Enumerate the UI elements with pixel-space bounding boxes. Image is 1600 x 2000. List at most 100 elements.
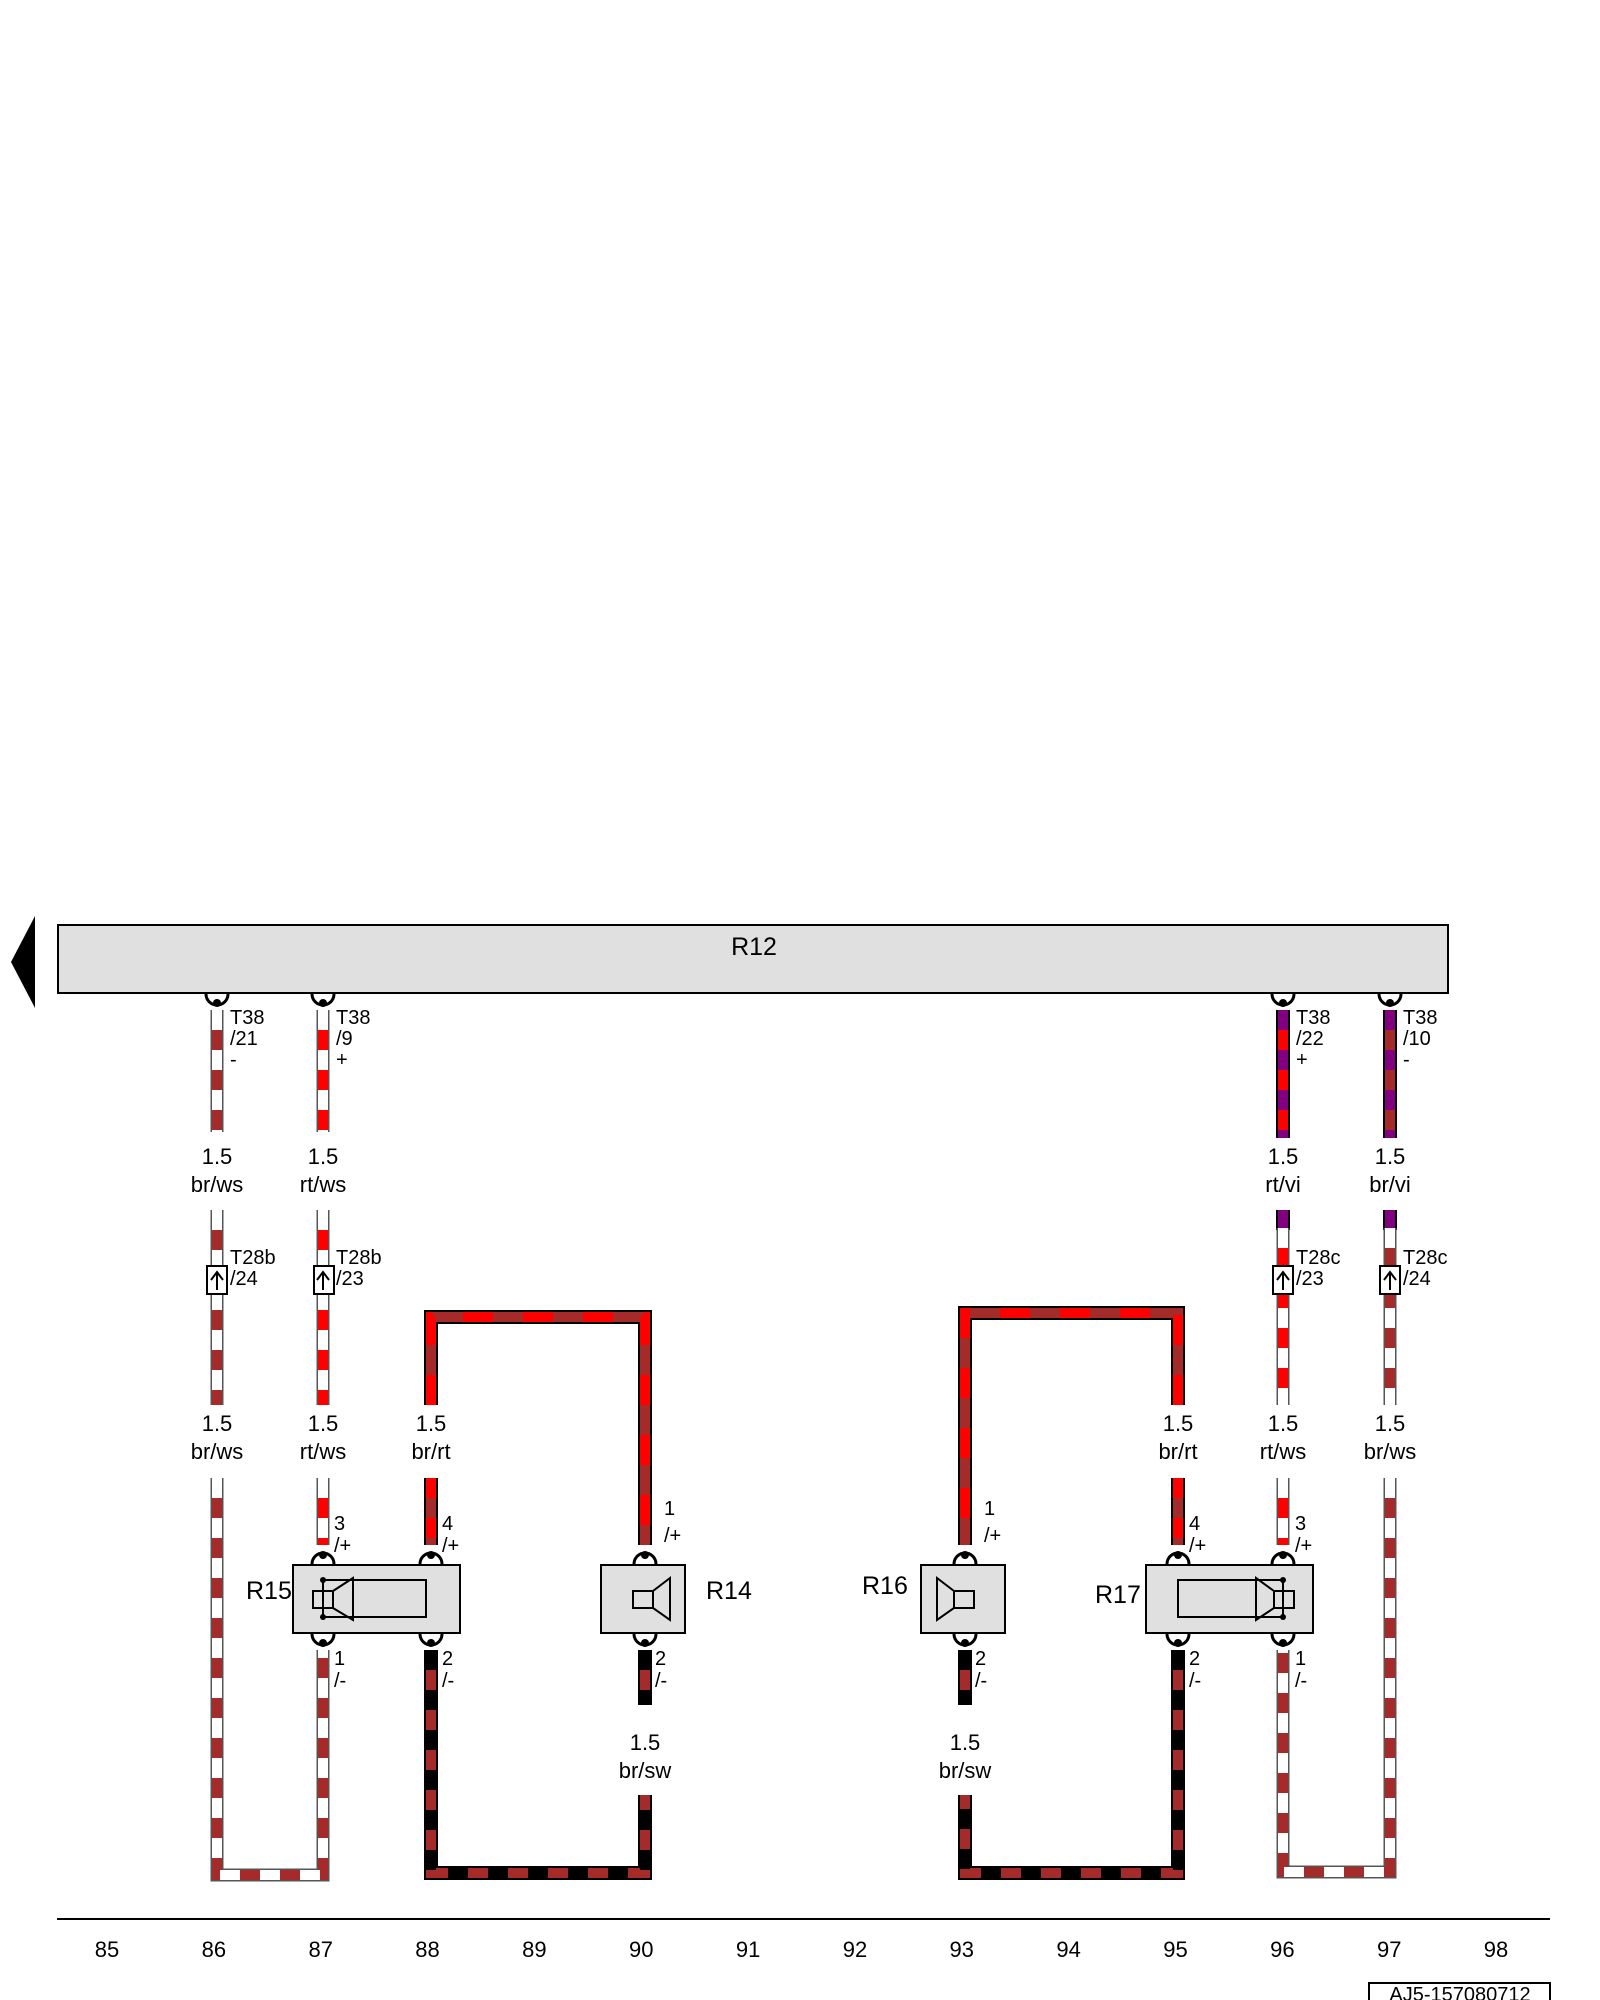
connector-t28b-23: T28b/23 [336, 1247, 382, 1290]
r12-terminal [204, 993, 230, 1007]
wire-label-96-mid-color: rt/ws [1260, 1439, 1306, 1464]
grid-number: 96 [1270, 1937, 1294, 1962]
r17-pin-2: 2/- [1189, 1648, 1201, 1692]
wire-label-86-upper-color: br/ws [191, 1172, 244, 1197]
speaker-r16-label: R16 [862, 1572, 908, 1600]
speaker-terminal-minus [632, 1633, 658, 1647]
wire-label-96-upper-size: 1.5 [1268, 1144, 1299, 1169]
grid-number: 97 [1377, 1937, 1401, 1962]
speaker-terminal-plus [952, 1551, 978, 1565]
r12-terminal [1377, 993, 1403, 1007]
connector-pin-icon [1383, 1270, 1397, 1290]
speaker-icon [312, 1576, 354, 1622]
wire-label-86-upper-size: 1.5 [202, 1144, 233, 1169]
speaker-terminal-plus [632, 1551, 658, 1565]
wire-br-sw-loop-left [424, 1650, 652, 1880]
r15-pin-1: 1/- [334, 1648, 346, 1692]
wire-layer [210, 1010, 1397, 1882]
control-unit-r12 [57, 924, 1449, 994]
wire-label-87-mid-color: rt/ws [300, 1439, 346, 1464]
r17-pin-1: 1/- [1295, 1648, 1307, 1692]
speaker-r14-label: R14 [706, 1577, 752, 1605]
r12-pin-t38-10: T38/10- [1403, 1007, 1437, 1071]
r12-terminal [310, 993, 336, 1007]
wire-label-93-lower-size: 1.5 [950, 1730, 981, 1755]
grid-number: 93 [950, 1937, 974, 1962]
connector-pin-icon [316, 1270, 330, 1290]
wire-label-90-lower-color: br/sw [619, 1758, 672, 1783]
r15-pin-4: 4/+ [442, 1513, 459, 1557]
connector-pin-icon [210, 1270, 224, 1290]
speaker-icon [632, 1575, 671, 1622]
speaker-terminal-minus [1270, 1633, 1296, 1647]
speaker-terminal-minus [418, 1633, 444, 1647]
wire-label-95-mid-size: 1.5 [1163, 1411, 1194, 1436]
wire-label-90-lower-size: 1.5 [630, 1730, 661, 1755]
connector-t28c-23: T28c/23 [1296, 1247, 1340, 1290]
wire-br-rt-loop-left [424, 1310, 652, 1545]
wire-label-88-mid-color: br/rt [411, 1439, 450, 1464]
doc-id: AJ5-157080712 [1389, 1984, 1530, 2000]
speaker-r17-label: R17 [1095, 1581, 1141, 1609]
grid-number: 85 [95, 1937, 119, 1962]
wire-label-97-mid-color: br/ws [1364, 1439, 1417, 1464]
wire-label-96-mid-size: 1.5 [1268, 1411, 1299, 1436]
speaker-icon [936, 1575, 975, 1622]
speaker-terminal-plus [1270, 1551, 1296, 1565]
speaker-terminal-plus [418, 1551, 444, 1565]
wire-label-87-upper-color: rt/ws [300, 1172, 346, 1197]
wire-label-95-mid-color: br/rt [1158, 1439, 1197, 1464]
wire-br-sw-loop-right [958, 1650, 1185, 1880]
label-layer: T38/21-T38/9+T38/22+T38/10-T28b/24T28b/2… [191, 1007, 1448, 1783]
speaker-terminal-plus [310, 1551, 336, 1565]
r17-pin-4: 4/+ [1189, 1513, 1206, 1557]
connector-t28b-24: T28b/24 [230, 1247, 276, 1290]
speaker-terminal-plus [1165, 1551, 1191, 1565]
speaker-terminal-minus [952, 1633, 978, 1647]
speaker-terminal-minus [310, 1633, 336, 1647]
grid-number: 98 [1484, 1937, 1508, 1962]
grid-number: 89 [522, 1937, 546, 1962]
r12-pin-t38-22: T38/22+ [1296, 1007, 1330, 1071]
inline-connectors [206, 1265, 1401, 1295]
grid-number: 92 [843, 1937, 867, 1962]
speaker-r15-label: R15 [246, 1577, 292, 1605]
wire-label-87-upper-size: 1.5 [308, 1144, 339, 1169]
wire-label-86-mid-color: br/ws [191, 1439, 244, 1464]
connector-t28c-24: T28c/24 [1403, 1247, 1447, 1290]
wire-br-ws-return-left [210, 1478, 330, 1882]
grid-number: 91 [736, 1937, 760, 1962]
wire-label-97-mid-size: 1.5 [1375, 1411, 1406, 1436]
grid-number: 87 [308, 1937, 332, 1962]
wire-label-96-upper-color: rt/vi [1265, 1172, 1300, 1197]
wire-label-97-upper-size: 1.5 [1375, 1144, 1406, 1169]
speaker-icon [1255, 1576, 1295, 1622]
grid-number: 95 [1163, 1937, 1187, 1962]
wire-label-97-upper-color: br/vi [1369, 1172, 1411, 1197]
grid-number: 94 [1056, 1937, 1080, 1962]
r17-pin-3: 3/+ [1295, 1513, 1312, 1557]
speaker-r15 [292, 1564, 461, 1634]
wire-label-88-mid-size: 1.5 [416, 1411, 447, 1436]
control-unit-label: R12 [731, 933, 777, 961]
wire-label-86-mid-size: 1.5 [202, 1411, 233, 1436]
wire-br-ws-return-right [1276, 1478, 1397, 1879]
doc-id-box [1368, 1982, 1551, 2000]
r16-pin-2: 2/- [975, 1648, 987, 1692]
r15-pin-2: 2/- [442, 1648, 454, 1692]
r14-pin-1: 1/+ [664, 1498, 681, 1547]
wire-br-rt-loop-right [958, 1306, 1185, 1545]
previous-page-arrow-icon[interactable] [11, 916, 35, 1008]
r12-terminal [1270, 993, 1296, 1007]
wire-label-87-mid-size: 1.5 [308, 1411, 339, 1436]
connector-pin-icon [1276, 1270, 1290, 1290]
terminal-layer [204, 993, 1403, 1647]
grid-number: 90 [629, 1937, 653, 1962]
speaker-r14 [600, 1564, 686, 1634]
wire-label-93-lower-color: br/sw [939, 1758, 992, 1783]
speaker-r17 [1145, 1564, 1314, 1634]
r15-pin-3: 3/+ [334, 1513, 351, 1557]
grid-number: 88 [415, 1937, 439, 1962]
